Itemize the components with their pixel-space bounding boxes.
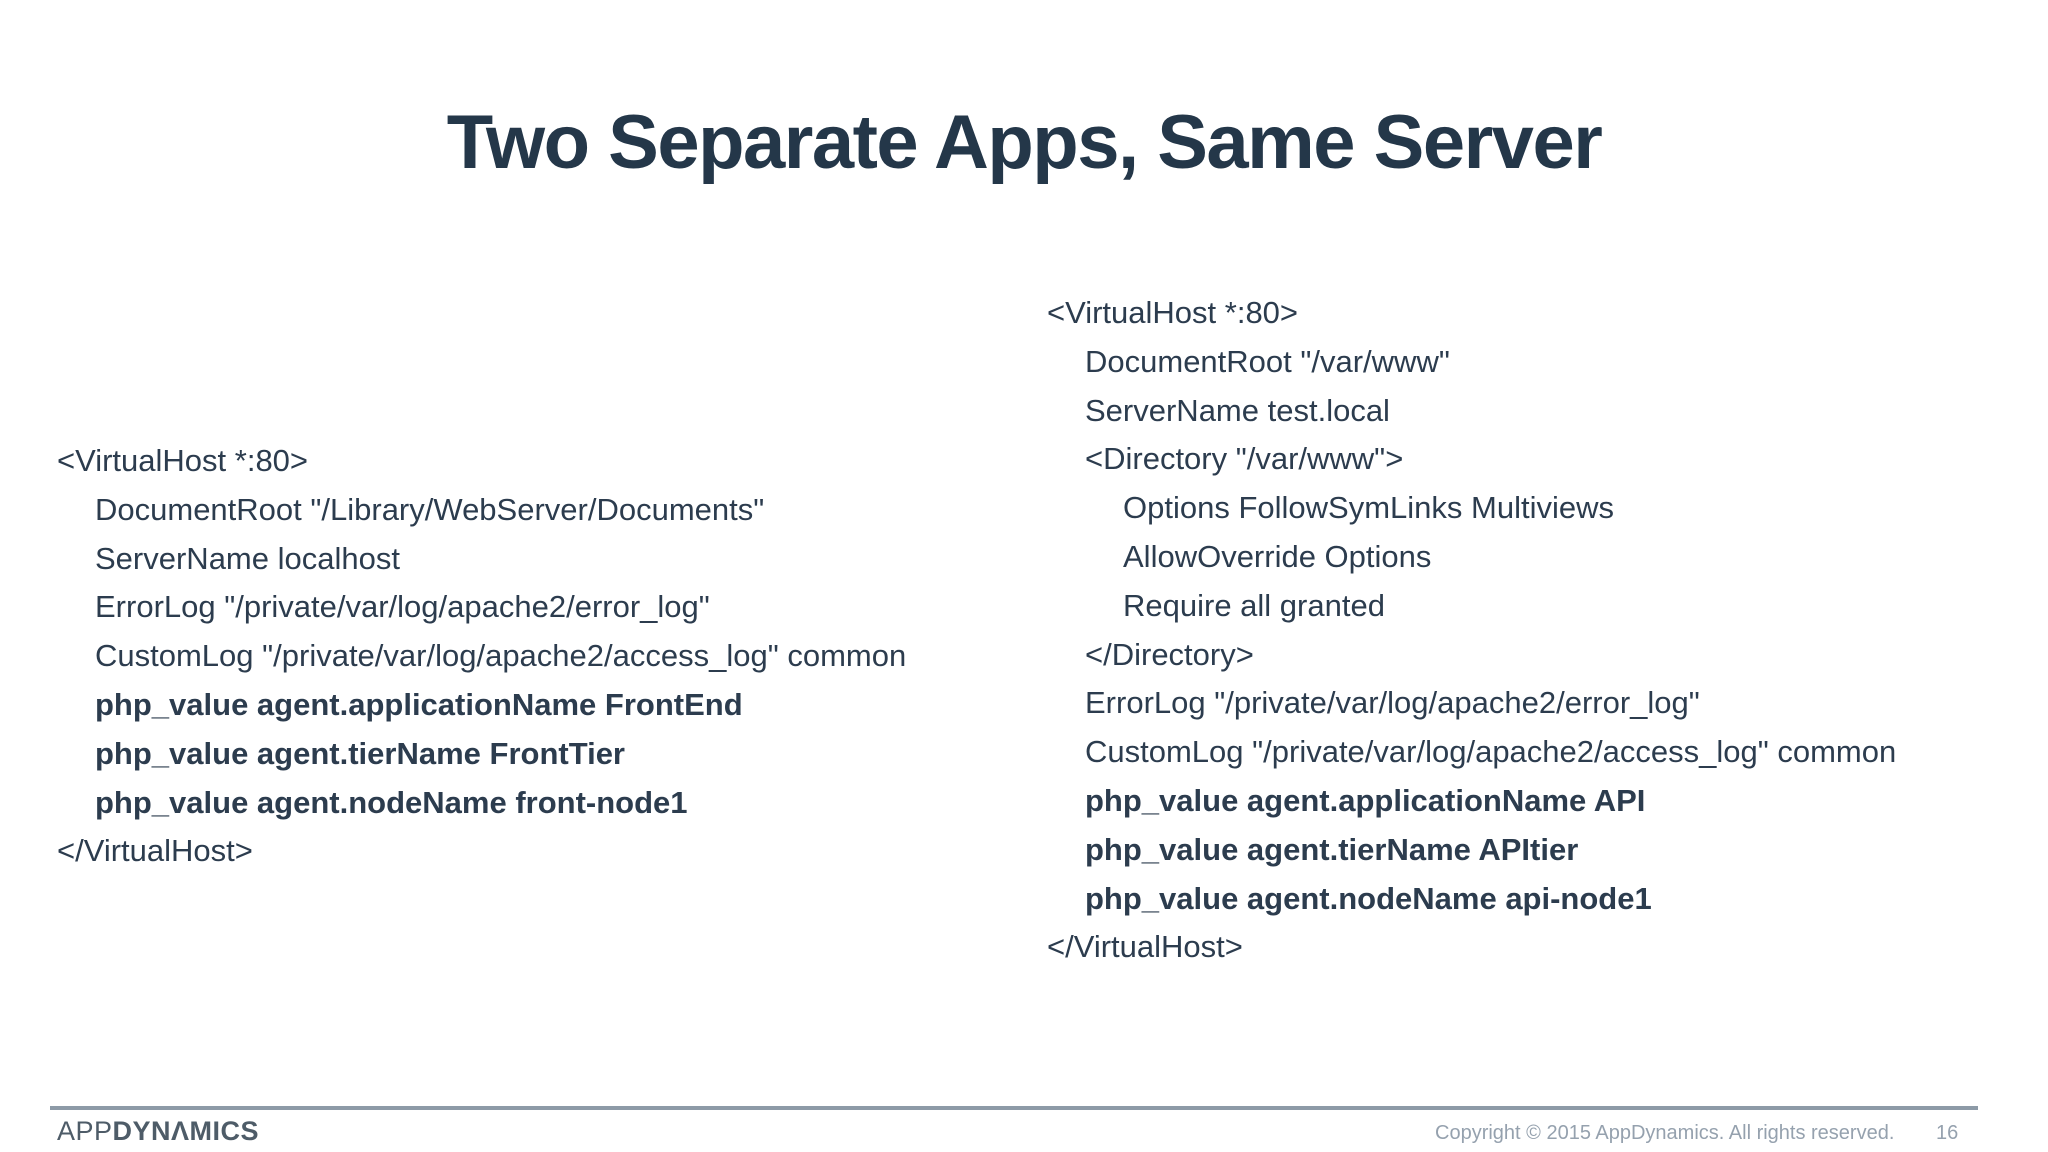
- config-line: AllowOverride Options: [1123, 538, 1432, 574]
- slide-title: Two Separate Apps, Same Server: [446, 99, 1603, 185]
- config-line: CustomLog "/private/var/log/apache2/acce…: [95, 638, 907, 674]
- config-line: php_value agent.applicationName API: [1085, 782, 1646, 818]
- config-line: </VirtualHost>: [57, 833, 253, 869]
- config-line: DocumentRoot "/Library/WebServer/Documen…: [95, 491, 765, 527]
- config-line: CustomLog "/private/var/log/apache2/acce…: [1085, 734, 1897, 770]
- apache-config-left: <VirtualHost *:80> DocumentRoot "/Library…: [57, 437, 906, 876]
- config-line: ServerName test.local: [1085, 392, 1390, 428]
- apache-config-right: <VirtualHost *:80> DocumentRoot "/var/www…: [1047, 289, 1896, 972]
- logo-text-light: APP: [57, 1116, 113, 1146]
- config-line: ErrorLog "/private/var/log/apache2/error…: [95, 589, 710, 625]
- appdynamics-logo: APPDYNΛMICS: [57, 1116, 259, 1147]
- config-line: ServerName localhost: [95, 540, 400, 576]
- config-line: php_value agent.tierName APItier: [1085, 831, 1579, 867]
- config-line: <VirtualHost *:80>: [57, 443, 309, 478]
- page-number: 16: [1936, 1122, 1959, 1144]
- config-line: </Directory>: [1085, 636, 1254, 672]
- footer-divider: [50, 1106, 1978, 1110]
- config-line: <Directory "/var/www">: [1085, 441, 1404, 477]
- config-line: DocumentRoot "/var/www": [1085, 343, 1450, 379]
- logo-text-bold: DYNΛMICS: [112, 1116, 260, 1146]
- config-line: php_value agent.tierName FrontTier: [95, 735, 625, 771]
- config-line: Require all granted: [1123, 587, 1385, 623]
- copyright-text: Copyright © 2015 AppDynamics. All rights…: [1435, 1122, 1895, 1144]
- config-line: </VirtualHost>: [1047, 929, 1243, 965]
- config-line: php_value agent.nodeName front-node1: [95, 784, 688, 820]
- config-line: Options FollowSymLinks Multiviews: [1123, 490, 1614, 526]
- config-line: php_value agent.applicationName FrontEnd: [95, 686, 743, 722]
- config-line: php_value agent.nodeName api-node1: [1085, 880, 1652, 916]
- config-line: ErrorLog "/private/var/log/apache2/error…: [1085, 685, 1700, 721]
- config-line: <VirtualHost *:80>: [1047, 295, 1299, 330]
